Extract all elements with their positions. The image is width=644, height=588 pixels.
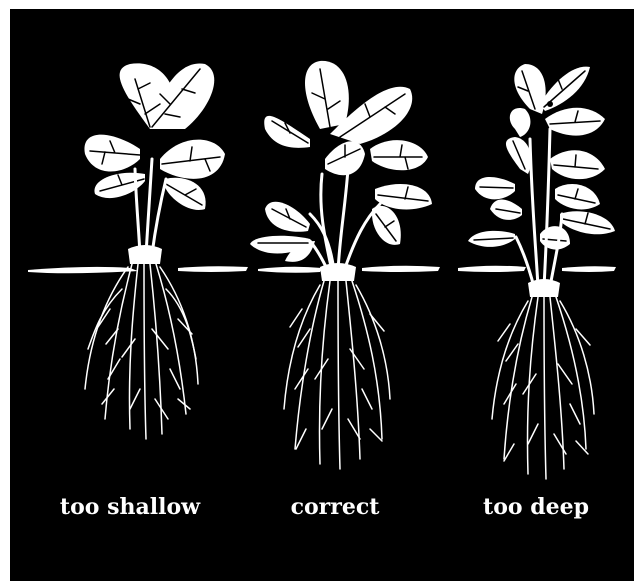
diagram-panel: too shallow correct too deep [10, 9, 634, 581]
leaves-deep [468, 64, 615, 250]
stems-correct [310, 169, 380, 271]
roots-deep [492, 297, 594, 479]
roots-shallow [85, 264, 198, 439]
label-correct: correct [235, 487, 435, 527]
crown-shallow [128, 245, 162, 264]
crown-deep [528, 279, 560, 297]
leaves-shallow [84, 63, 225, 210]
roots-correct [284, 281, 390, 469]
plant-too-shallow [84, 63, 225, 439]
crown-correct [320, 263, 356, 281]
label-too-shallow: too shallow [40, 487, 220, 527]
label-too-deep: too deep [446, 487, 626, 527]
plant-correct [250, 61, 432, 469]
